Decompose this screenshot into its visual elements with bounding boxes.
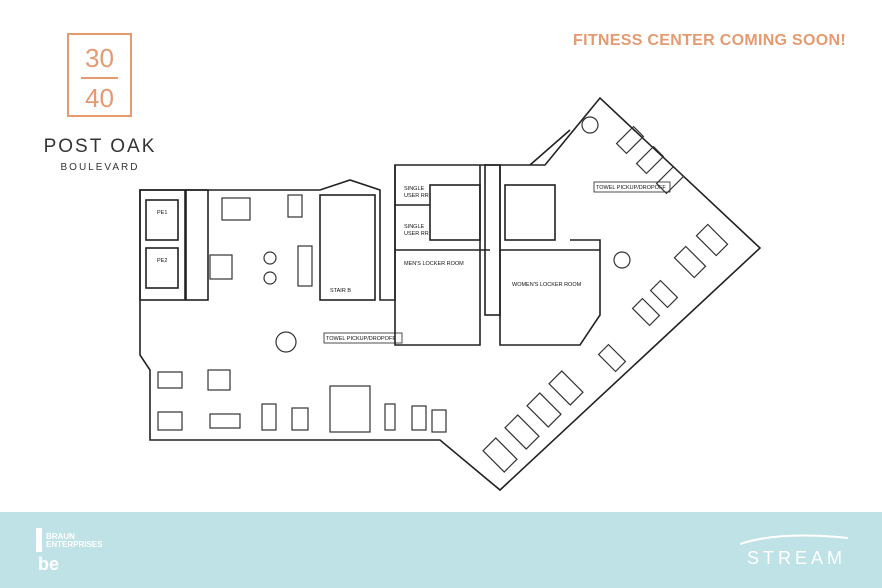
braun-mark-icon: be xyxy=(36,528,59,574)
treadmill xyxy=(482,437,518,473)
brand-name: POST OAK xyxy=(43,136,157,157)
logo-divider xyxy=(81,77,118,79)
elliptical xyxy=(631,297,661,327)
room-label-single-rr-2-b: USER RR xyxy=(404,231,429,237)
equipment-machine xyxy=(411,405,427,431)
mat xyxy=(655,165,685,195)
braun-mark-text: be xyxy=(38,554,59,572)
room-label-womens: WOMEN'S LOCKER ROOM xyxy=(512,282,582,288)
logo-number-bottom: 40 xyxy=(85,83,114,113)
equipment-rack xyxy=(209,254,233,280)
towel-callout-right-box xyxy=(593,181,671,193)
mens-room-walls xyxy=(394,165,481,346)
brand-logo: 30 40 xyxy=(67,33,132,117)
braun-line1: BRAUN xyxy=(46,532,75,541)
cardio-row xyxy=(482,116,729,473)
stair-block xyxy=(319,194,376,301)
room-label-pe1: PE1 xyxy=(157,210,167,216)
equipment-rower xyxy=(329,385,371,433)
equipment-weight-rack xyxy=(297,245,313,287)
equipment-station xyxy=(613,251,631,269)
treadmill xyxy=(504,414,540,450)
equipment-machine xyxy=(384,403,396,431)
footer-bar xyxy=(0,512,882,588)
towel-callout-right: TOWEL PICKUP/DROPOFF xyxy=(596,185,666,191)
equipment-machine xyxy=(431,409,447,433)
room-label-single-rr-1-a: SINGLE xyxy=(404,186,425,192)
equipment-cable-station xyxy=(275,331,297,353)
towel-callout-left: TOWEL PICKUP/DROPOFF xyxy=(326,336,396,342)
room-label-single-rr-2-a: SINGLE xyxy=(404,224,425,230)
mat xyxy=(635,145,665,175)
stream-wave-icon xyxy=(740,534,849,545)
equipment-group xyxy=(157,194,447,433)
equipment-machine xyxy=(291,407,309,431)
equipment-station xyxy=(221,197,251,221)
equipment-dumbbell xyxy=(263,251,277,265)
womens-room-walls xyxy=(499,165,601,346)
elliptical xyxy=(649,279,679,309)
elliptical xyxy=(597,343,627,373)
braun-line2: ENTERPRISES xyxy=(46,540,103,549)
equipment-machine xyxy=(157,411,183,431)
mat xyxy=(615,125,645,155)
shaft xyxy=(484,164,501,316)
equipment-bench xyxy=(287,194,303,218)
treadmill xyxy=(548,370,584,406)
equipment-machine xyxy=(207,369,231,391)
equipment-dumbbell xyxy=(263,271,277,285)
bike xyxy=(695,223,729,257)
towel-callout-left-box xyxy=(323,332,403,344)
floor-plan: PE1 PE2 STAIR B SINGLE USER RR SINGLE US… xyxy=(139,96,762,492)
elevator-block xyxy=(139,189,186,301)
room-label-single-rr-1-b: USER RR xyxy=(404,193,429,199)
headline: FITNESS CENTER COMING SOON! xyxy=(573,32,846,49)
bike xyxy=(673,245,707,279)
equipment-machine xyxy=(209,413,241,429)
equipment-machine xyxy=(261,403,277,431)
room-label-mens: MEN'S LOCKER ROOM xyxy=(404,261,464,267)
stream-logo: STREAM xyxy=(746,548,846,568)
equipment-ball xyxy=(581,116,599,134)
braun-enterprises-logo: be BRAUN ENTERPRISES xyxy=(36,528,126,574)
treadmill xyxy=(526,392,562,428)
room-label-pe2: PE2 xyxy=(157,258,167,264)
brand-subname: BOULEVARD xyxy=(60,162,140,173)
building-outline xyxy=(139,96,762,492)
logo-number-top: 30 xyxy=(85,43,114,73)
room-label-stair: STAIR B xyxy=(330,288,351,294)
equipment-machine xyxy=(157,371,183,389)
